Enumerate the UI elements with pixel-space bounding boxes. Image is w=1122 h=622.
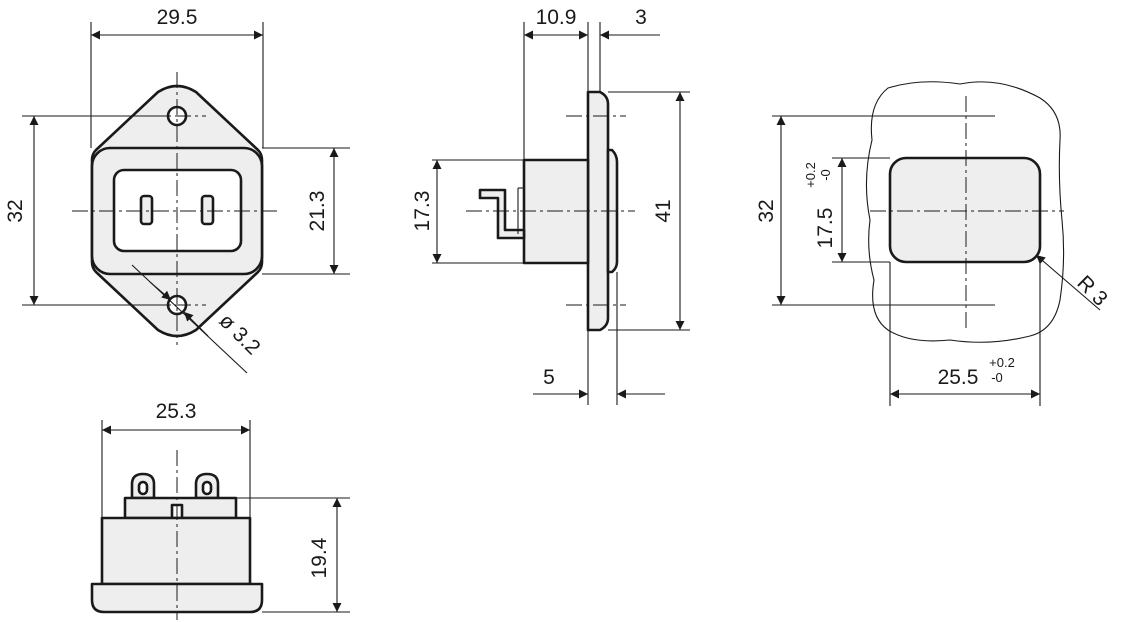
pin-right [200, 194, 215, 226]
dim-cutout-height: 17.5 [814, 208, 837, 249]
dim-cutout-width: 25.5 [938, 366, 979, 389]
bottom-view: 25.3 19.4 [90, 400, 350, 620]
dim-hole-diameter: ø 3.2 [214, 309, 264, 359]
dim-bottom-height: 19.4 [308, 537, 331, 578]
dim-cutout-radius: R 3 [1072, 271, 1111, 310]
side-view: 10.9 3 17.3 41 5 [411, 6, 690, 405]
panel-cutout [888, 156, 1042, 264]
cutout-view: 32 17.5 +0.2 -0 R 3 25.5 +0.2 -0 [755, 81, 1112, 406]
dim-front-pitch: 32 [4, 199, 27, 222]
dim-side-flange-height: 41 [652, 199, 675, 222]
dim-cutout-width-tol-minus: -0 [991, 370, 1003, 385]
side-terminal [478, 188, 526, 240]
pin-left [139, 194, 154, 226]
dim-cutout-pitch: 32 [755, 199, 778, 222]
dim-cutout-height-tol-minus: -0 [818, 169, 833, 181]
dim-side-flange: 3 [635, 6, 647, 29]
front-view: 29.5 32 21.3 ø 3.2 [4, 6, 350, 374]
dim-side-depth: 10.9 [536, 6, 577, 29]
bottom-body [100, 516, 252, 586]
panel-outline [865, 81, 1065, 343]
dim-side-panel: 5 [543, 366, 555, 389]
dim-cutout-height-tol-plus: +0.2 [803, 162, 818, 188]
side-flange [586, 90, 610, 332]
dim-bottom-width: 25.3 [156, 400, 197, 423]
dim-side-height: 17.3 [411, 191, 434, 232]
dim-cutout-width-tol-plus: +0.2 [989, 355, 1015, 370]
dim-front-inner-height: 21.3 [306, 191, 329, 232]
dim-front-width: 29.5 [157, 6, 198, 29]
